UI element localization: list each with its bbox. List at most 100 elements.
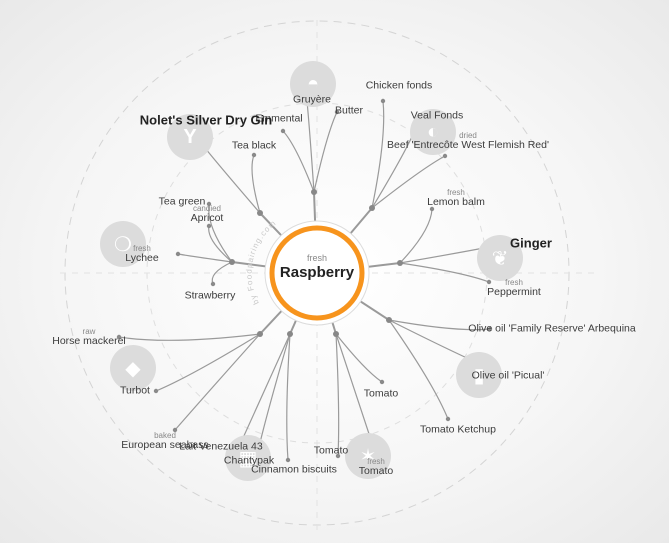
branch-15: [388, 319, 491, 331]
branch-end-dot-8: [206, 201, 212, 207]
branch-23: [257, 333, 291, 452]
ingredient-name: Lychee: [125, 252, 159, 264]
ingredient-label-4[interactable]: Veal Fonds: [410, 109, 464, 122]
trunk-1: [347, 207, 373, 238]
vegetable-icon: ✶: [345, 433, 391, 479]
ingredient-label-0[interactable]: Gruyère: [293, 94, 331, 106]
ingredient-label-1[interactable]: Butter: [334, 104, 364, 117]
ingredient-name: Tomato: [363, 387, 399, 400]
ingredient-name: Peppermint: [487, 286, 541, 298]
junction-dot-0: [311, 189, 317, 195]
ingredient-label-21[interactable]: Tomato Ketchup: [420, 424, 496, 436]
ingredient-qualifier: fresh: [133, 244, 151, 253]
branch-19: [335, 333, 383, 383]
ingredient-name: Chicken fonds: [365, 79, 433, 92]
branch-2: [282, 130, 315, 193]
junction-dot-3: [229, 259, 235, 265]
junction-dot-7: [287, 331, 293, 337]
center-orange-ring: [269, 225, 365, 321]
branch-end-dot-15: [487, 326, 493, 332]
ingredient-qualifier: fresh: [367, 457, 385, 466]
branch-end-dot-25: [335, 453, 341, 459]
center-ingredient[interactable]: fresh Raspberry: [272, 228, 362, 318]
ingredient-label-22[interactable]: Lait Venezuela 43: [179, 440, 263, 453]
cheese-icon: ◓: [290, 61, 336, 107]
fish-icon: ◆: [110, 345, 156, 391]
ingredient-label-23[interactable]: Chantypak: [223, 454, 275, 467]
ingredient-label-7[interactable]: Tea black: [231, 139, 277, 152]
center-qualifier: fresh: [306, 253, 327, 263]
junction-dot-8: [333, 331, 339, 337]
branch-end-dot-10: [429, 206, 435, 212]
pear-icon: ❍: [100, 221, 146, 267]
trunk-3: [231, 261, 270, 268]
ingredient-label-25[interactable]: Tomato: [313, 444, 349, 457]
ingredient-qualifier: raw: [82, 327, 96, 336]
branch-18: [155, 333, 261, 392]
ingredient-label-19[interactable]: Tomato: [363, 387, 399, 400]
branch-end-dot-20: [172, 427, 178, 433]
ingredient-name: Veal Fonds: [410, 109, 464, 122]
branch-end-dot-16: [116, 334, 122, 340]
ingredient-name: Tomato: [358, 465, 394, 477]
ingredient-label-18[interactable]: Turbot: [120, 385, 150, 397]
leaf-icon: ❦: [477, 235, 523, 281]
ingredient-name: Lait Venezuela 43: [179, 440, 263, 453]
ingredient-name: Tea green: [158, 195, 206, 208]
ingredient-label-14[interactable]: Strawberry: [185, 290, 236, 302]
branch-9: [208, 225, 233, 263]
ingredient-name: European seabass: [121, 439, 209, 451]
ingredient-qualifier: candied: [192, 204, 222, 213]
ingredient-qualifier: fresh: [447, 188, 465, 197]
trunk-5: [356, 298, 390, 321]
trunk-0: [313, 191, 317, 226]
branch-end-dot-21: [445, 416, 451, 422]
branch-7: [251, 154, 261, 214]
ingredient-label-8[interactable]: Tea green: [158, 195, 206, 208]
branch-end-dot-24: [285, 457, 291, 463]
branch-end-dot-2: [280, 128, 286, 134]
branch-end-dot-3: [380, 98, 386, 104]
ingredient-name: Tea black: [231, 139, 277, 152]
ingredient-name: Lemon balm: [427, 196, 485, 208]
branch-3: [371, 100, 385, 209]
ingredient-label-17[interactable]: Olive oil 'Picual': [471, 369, 545, 382]
ingredient-label-15[interactable]: Olive oil 'Family Reserve' Arbequina: [468, 323, 635, 335]
ingredient-name: Olive oil 'Picual': [471, 369, 545, 382]
branch-8: [208, 203, 233, 263]
branch-1: [313, 111, 338, 193]
branch-end-dot-14: [210, 281, 216, 287]
junction-dot-5: [386, 317, 392, 323]
ingredient-name: Emmental: [255, 112, 303, 125]
ingredient-name: Chantypak: [223, 454, 275, 467]
junction-dot-2: [257, 210, 263, 216]
branch-22: [237, 333, 291, 450]
trunk-4: [364, 262, 401, 269]
branch-end-dot-5: [442, 153, 448, 159]
ingredient-label-3[interactable]: Chicken fonds: [365, 79, 433, 92]
branch-20: [174, 333, 261, 431]
ingredient-name: Tomato: [313, 444, 349, 457]
branch-21: [388, 319, 449, 420]
ingredient-label-24[interactable]: Cinnamon biscuits: [251, 464, 337, 476]
ingredient-label-2[interactable]: Emmental: [255, 112, 303, 125]
ingredient-label-6[interactable]: Nolet's Silver Dry Gin: [140, 113, 272, 128]
ingredient-label-11[interactable]: Ginger: [510, 236, 552, 251]
trunk-2: [259, 212, 285, 239]
branch-25: [335, 333, 340, 457]
ingredient-name: Butter: [334, 104, 364, 117]
branch-end-dot-9: [206, 223, 212, 229]
branch-10: [399, 208, 433, 264]
junction-dot-1: [369, 205, 375, 211]
branch-5: [371, 155, 446, 209]
